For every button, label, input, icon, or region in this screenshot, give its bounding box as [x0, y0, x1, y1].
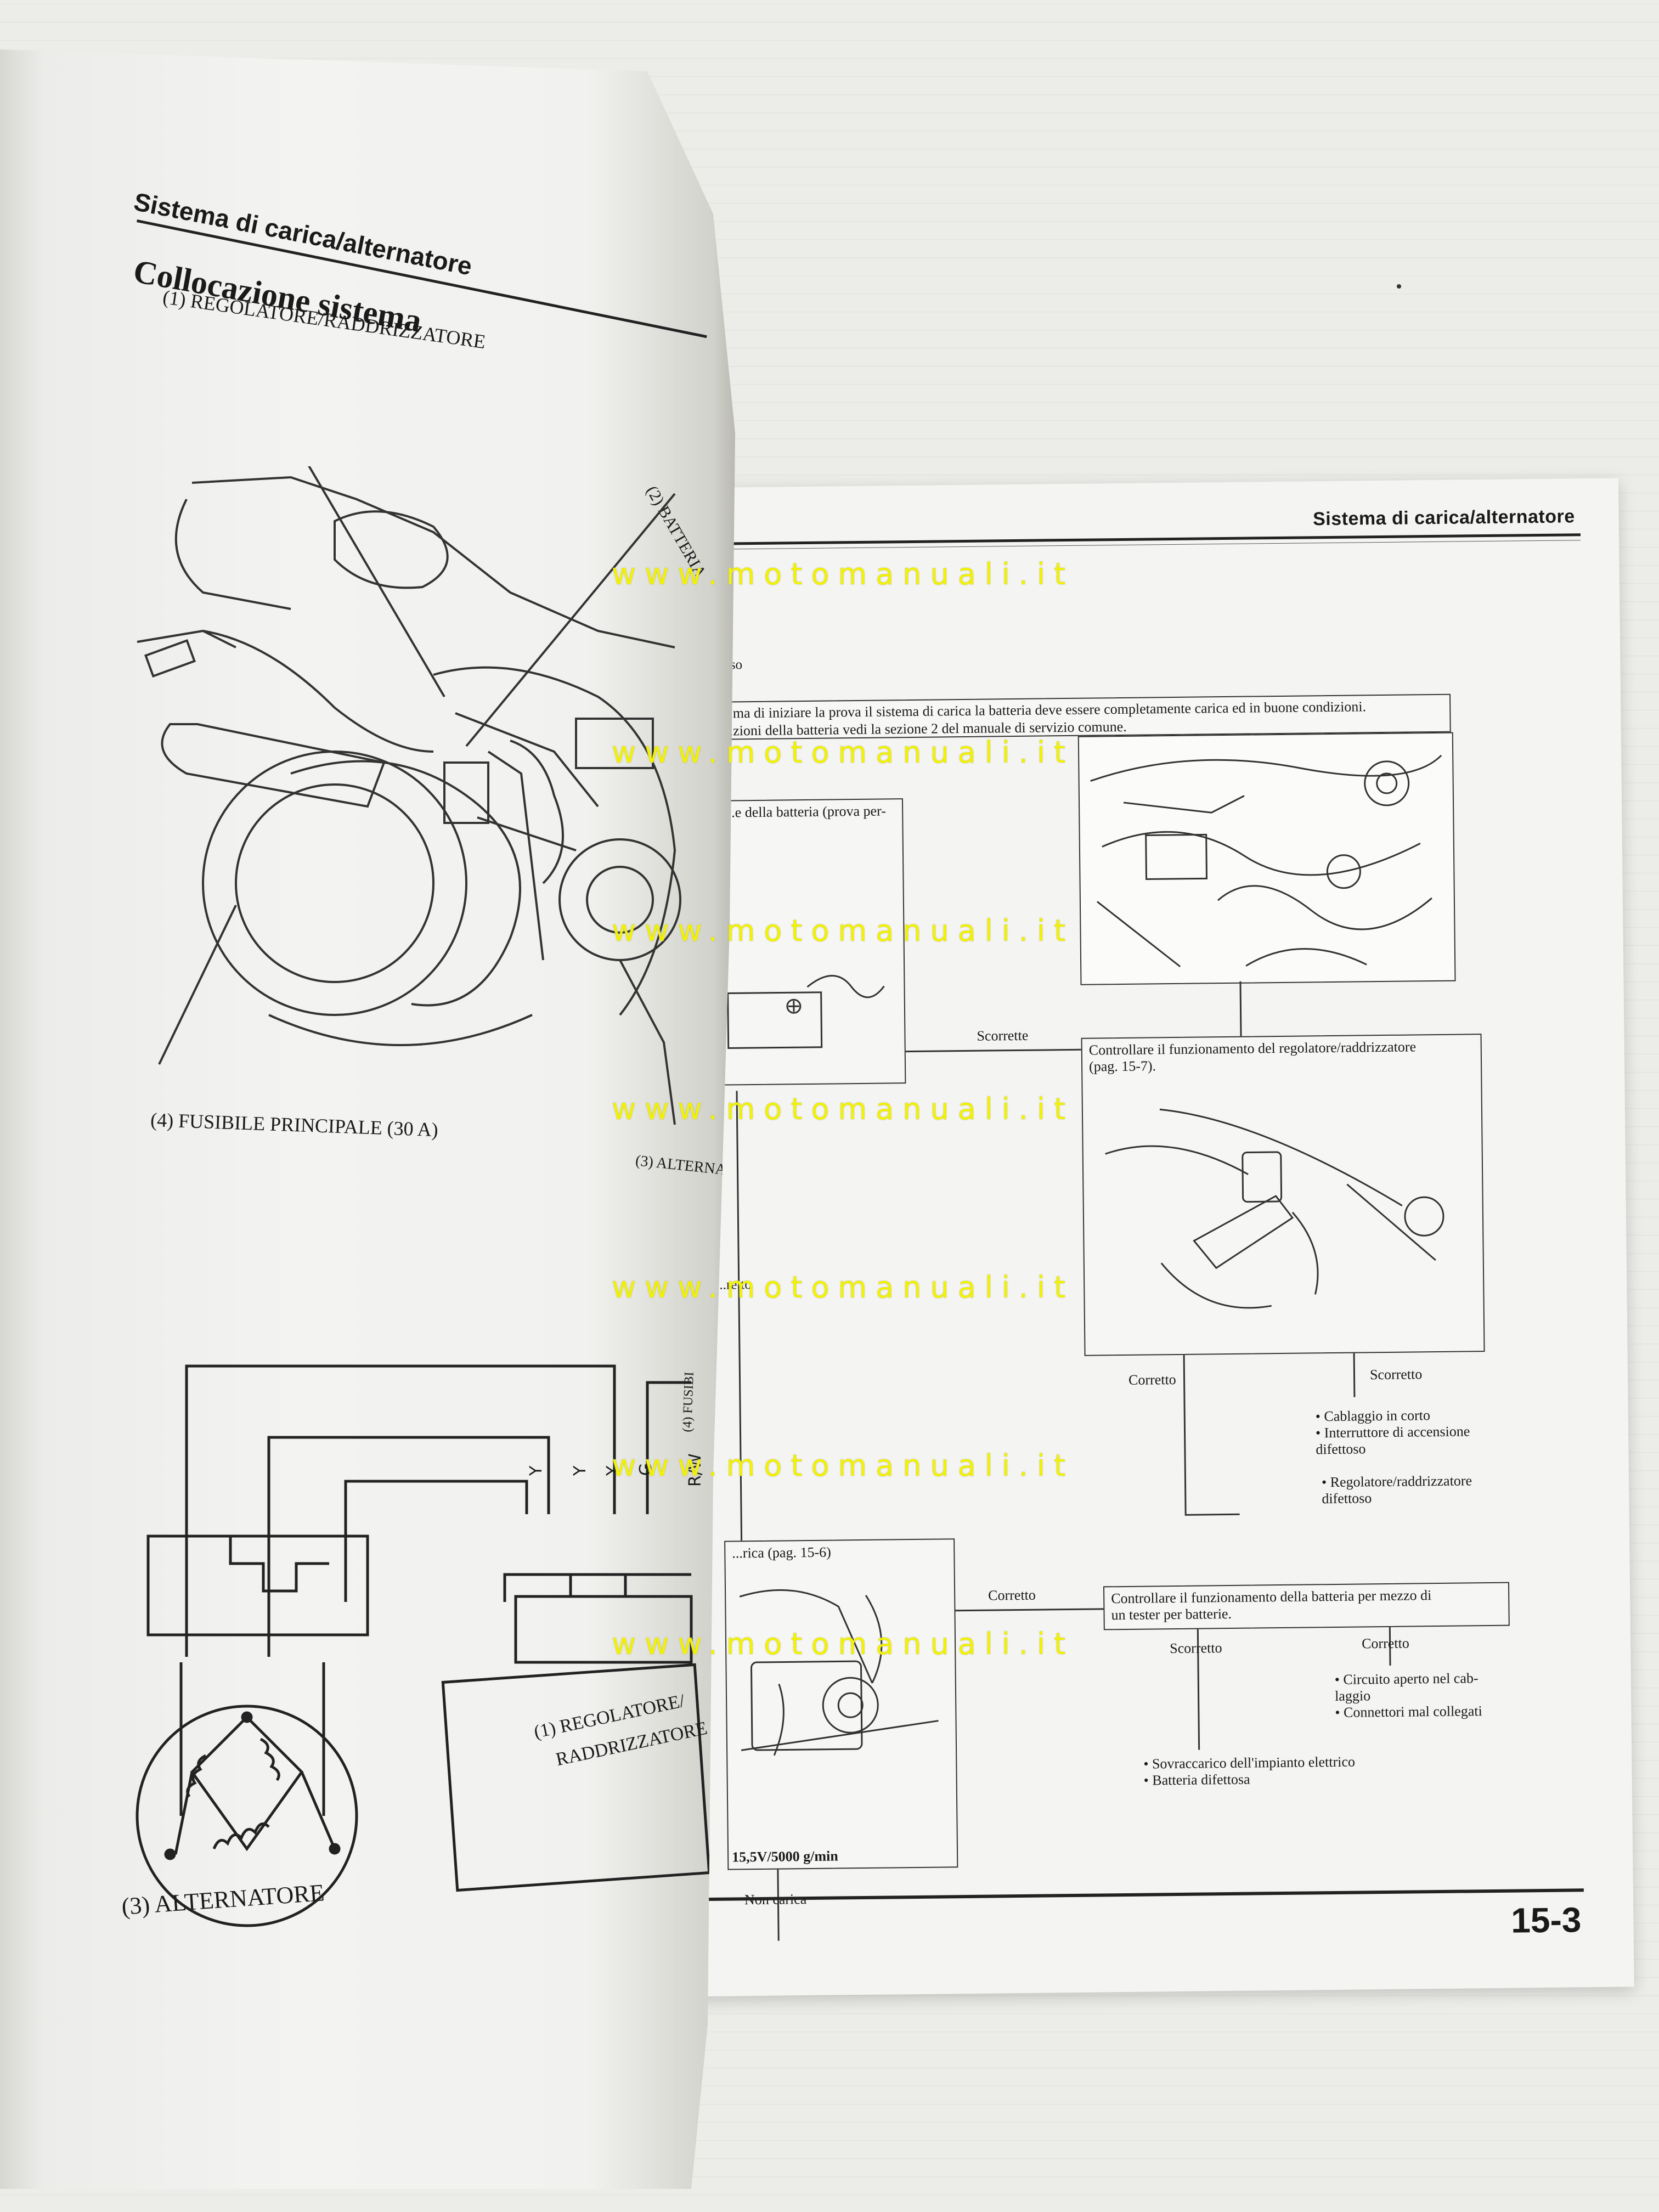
- box-text: ...e della batteria (prova per-: [724, 803, 887, 821]
- battery-test-box: ...e della batteria (prova per-: [716, 798, 906, 1086]
- cause-item: laggio: [1334, 1688, 1371, 1704]
- flow-label-corretto: Corretto: [988, 1587, 1036, 1604]
- right-page-header: Sistema di carica/alternatore: [1312, 506, 1575, 530]
- cause-item: • Circuito aperto nel cab-: [1334, 1670, 1479, 1688]
- causes-list-4: • Sovraccarico dell'impianto elettrico •…: [1143, 1754, 1355, 1789]
- box-text: un tester per batterie.: [1111, 1605, 1232, 1623]
- left-page: Sistema di carica/alternatore Collocazio…: [0, 49, 735, 2189]
- battery-illustration: [727, 975, 885, 1049]
- footer-rule: [673, 1888, 1584, 1901]
- causes-list-1: • Cablaggio in corto • Interruttore di a…: [1316, 1407, 1470, 1458]
- regulator-location-illustration: [1077, 732, 1456, 985]
- flow-label-corretto: Corretto: [1361, 1635, 1409, 1652]
- flow-label-scorretto: Scorretto: [1369, 1366, 1423, 1383]
- flow-label-scorretto: Scorretto: [1170, 1640, 1222, 1657]
- cause-item: • Regolatore/raddrizzatore: [1321, 1472, 1472, 1491]
- cause-item: • Connettori mal collegati: [1335, 1703, 1482, 1720]
- watermark: www.motomanuali.it: [612, 1092, 1075, 1126]
- regulator-illustration: [1105, 1108, 1444, 1309]
- voltage-test-illustration: [739, 1589, 939, 1756]
- motorcycle-illustration: [137, 466, 681, 1125]
- right-page: Sistema di carica/alternatore ettoso e .…: [647, 478, 1634, 1997]
- dust-speck: [1397, 284, 1401, 289]
- wire-letter: Y: [527, 1465, 546, 1476]
- cause-item: difettoso: [1322, 1490, 1372, 1507]
- page-number: 15-3: [1510, 1900, 1582, 1940]
- flow-line: [1183, 1398, 1187, 1514]
- flow-line: [905, 1048, 1081, 1053]
- watermark: www.motomanuali.it: [612, 735, 1075, 770]
- flow-label-corretto: Corretto: [1128, 1371, 1176, 1388]
- flow-line: [955, 1608, 1104, 1612]
- header-rule: [659, 533, 1581, 546]
- watermark: www.motomanuali.it: [612, 557, 1075, 591]
- cause-item: • Batteria difettosa: [1143, 1771, 1250, 1788]
- box-text: ...rica (pag. 15-6): [732, 1544, 831, 1561]
- charging-voltage-box: ...rica (pag. 15-6) 15,5V/5000 g/min: [724, 1538, 958, 1870]
- watermark: www.motomanuali.it: [612, 1627, 1075, 1661]
- flow-line: [1353, 1353, 1356, 1397]
- watermark: www.motomanuali.it: [612, 913, 1075, 948]
- wiring-diagram: [136, 1364, 711, 1927]
- watermark: www.motomanuali.it: [612, 1448, 1075, 1483]
- cause-item: difettoso: [1316, 1441, 1366, 1458]
- wire-letter: Y: [571, 1465, 590, 1476]
- flow-line: [1184, 1513, 1240, 1516]
- cause-item: • Cablaggio in corto: [1315, 1407, 1431, 1425]
- flow-label-scorrette: Scorrette: [977, 1027, 1029, 1044]
- voltage-spec: 15,5V/5000 g/min: [731, 1848, 838, 1865]
- label-fuse-fragment: (4) FUSIBI: [680, 1372, 697, 1432]
- flow-line: [1183, 1355, 1186, 1399]
- causes-list-2: • Regolatore/raddrizzatore difettoso: [1322, 1472, 1472, 1507]
- cause-item: • Interruttore di accensione: [1315, 1423, 1470, 1441]
- cause-item: • Sovraccarico dell'impianto elettrico: [1143, 1753, 1356, 1772]
- watermark: www.motomanuali.it: [612, 1270, 1075, 1305]
- battery-tester-box: Controllare il funzionamento della batte…: [1103, 1582, 1510, 1630]
- regulator-check-box: Controllare il funzionamento del regolat…: [1081, 1034, 1485, 1356]
- causes-list-3: • Circuito aperto nel cab- laggio • Conn…: [1335, 1670, 1482, 1721]
- frame-illustration: [1090, 754, 1442, 968]
- box-text: (pag. 15-7).: [1088, 1058, 1156, 1075]
